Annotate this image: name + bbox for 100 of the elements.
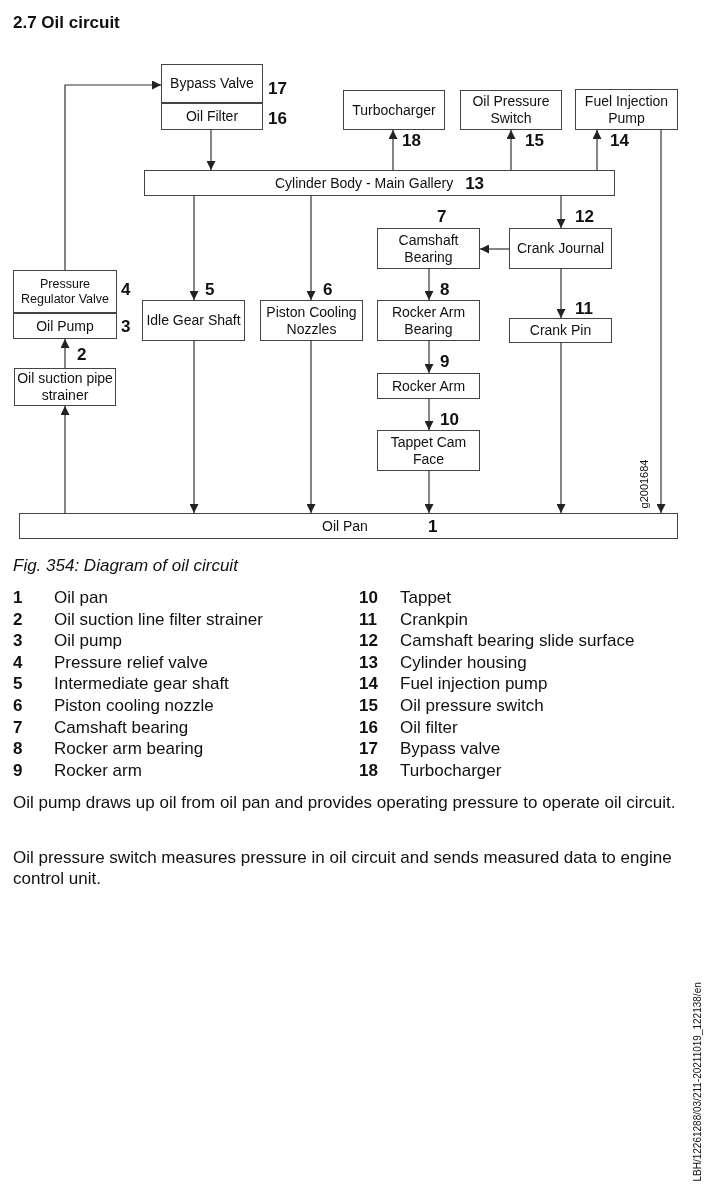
component-box xyxy=(343,90,445,130)
component-label: Rocker Arm Bearing xyxy=(390,303,467,338)
component-box xyxy=(13,270,117,313)
component-label: Oil suction pipe strainer xyxy=(17,370,113,404)
legend-number: 17 xyxy=(359,738,378,760)
legend-description: Camshaft bearing xyxy=(54,716,189,738)
callout-number: 14 xyxy=(610,132,629,149)
legend-number: 3 xyxy=(13,630,23,652)
legend-number: 1 xyxy=(13,587,23,608)
arrow xyxy=(424,340,434,374)
component-label: Fuel Injection Pump xyxy=(583,92,670,127)
legend-number: 8 xyxy=(13,738,23,760)
component-label: Idle Gear Shaft xyxy=(146,312,241,329)
arrow xyxy=(60,338,70,369)
legend-description: Camshaft bearing slide surface xyxy=(400,630,635,652)
arrow xyxy=(306,195,316,301)
component-label: Pressure Regulator Valve xyxy=(20,276,110,307)
legend-description: Rocker arm bearing xyxy=(54,738,204,760)
legend-number: 15 xyxy=(359,695,378,716)
arrow xyxy=(556,195,566,229)
legend-description: Oil pump xyxy=(54,630,123,652)
callout-number: 12 xyxy=(575,208,594,225)
arrow xyxy=(388,129,398,171)
component-box xyxy=(460,90,562,130)
arrow xyxy=(206,129,216,171)
callout-number: 8 xyxy=(440,281,450,298)
legend-number: 13 xyxy=(359,651,378,673)
callout-number: 4 xyxy=(121,281,131,298)
component-box xyxy=(509,228,612,269)
callout-number: 16 xyxy=(268,110,287,127)
arrow xyxy=(306,340,316,514)
legend-number: 12 xyxy=(359,630,378,652)
component-label: Crank Journal xyxy=(516,240,605,257)
arrow xyxy=(556,342,566,514)
callout-number: 15 xyxy=(525,132,544,149)
legend-number: 18 xyxy=(359,759,378,781)
arrow xyxy=(424,398,434,431)
component-label: Oil Pan xyxy=(322,517,368,535)
arrow xyxy=(506,129,516,171)
callout-number: 3 xyxy=(121,318,131,335)
arrow xyxy=(60,405,70,514)
legend-description: Rocker arm xyxy=(54,759,142,781)
component-box xyxy=(377,300,480,341)
legend-description: Oil filter xyxy=(400,716,458,738)
component-box xyxy=(144,170,615,196)
callout-number: 18 xyxy=(402,132,421,149)
legend-description: Piston cooling nozzle xyxy=(54,695,214,716)
callout-number: 7 xyxy=(437,208,447,225)
legend-description: Oil pan xyxy=(54,587,108,608)
legend-number: 2 xyxy=(13,608,23,630)
callout-number: 11 xyxy=(575,300,593,317)
component-label: Crank Pin xyxy=(529,322,592,339)
legend-number: 9 xyxy=(13,759,23,781)
component-label: Piston Cooling Nozzles xyxy=(265,303,358,338)
callout-number: 5 xyxy=(205,281,215,298)
component-box xyxy=(161,103,263,130)
legend-description: Crankpin xyxy=(400,608,469,630)
legend-description: Bypass valve xyxy=(400,738,501,760)
arrow xyxy=(189,195,199,301)
arrow xyxy=(189,340,199,514)
arrow xyxy=(592,129,602,171)
legend-number: 14 xyxy=(359,673,378,695)
component-label: Tappet Cam Face xyxy=(389,433,468,468)
component-label: Bypass Valve xyxy=(170,75,254,92)
legend-description: Fuel injection pump xyxy=(400,673,548,695)
legend-number: 5 xyxy=(13,673,23,695)
figure-caption: Fig. 354: Diagram of oil circuit xyxy=(13,555,238,576)
legend-description: Tappet xyxy=(400,587,452,608)
component-label: Oil Filter xyxy=(185,108,239,125)
arrow xyxy=(424,470,434,514)
document-reference: LBH/12261288/03/211-20211019_122138/en xyxy=(691,981,704,1182)
legend-description: Cylinder housing xyxy=(400,651,527,673)
section-title: 2.7 Oil circuit xyxy=(13,12,120,33)
component-label: Cylinder Body - Main Gallery xyxy=(274,174,454,192)
legend-number: 7 xyxy=(13,716,23,738)
component-box xyxy=(575,89,678,130)
component-box xyxy=(161,64,263,103)
component-label: Camshaft Bearing xyxy=(397,231,460,266)
legend-description: Pressure relief valve xyxy=(54,651,208,673)
arrow xyxy=(424,268,434,301)
component-label: Oil Pressure Switch xyxy=(471,93,551,127)
legend-number: 16 xyxy=(359,716,378,738)
legend-description: Oil pressure switch xyxy=(400,695,544,716)
arrow xyxy=(479,244,510,254)
component-box xyxy=(377,373,480,399)
figure-code: g2001684 xyxy=(638,459,651,509)
description-paragraph: Oil pressure switch measures pressure in oil circuit and sends measured data to engine control unit. xyxy=(13,847,673,889)
component-box xyxy=(13,313,117,339)
component-box xyxy=(377,430,480,471)
arrow xyxy=(656,129,666,514)
component-label: Oil Pump xyxy=(36,317,94,335)
legend-description: Oil suction line filter strainer xyxy=(54,608,263,630)
component-box xyxy=(142,300,245,341)
component-box xyxy=(19,513,678,539)
component-box xyxy=(377,228,480,269)
callout-number: 17 xyxy=(268,80,287,97)
legend-number: 6 xyxy=(13,695,23,716)
description-paragraph: Oil pump draws up oil from oil pan and provides operating pressure to operate oil circuit. xyxy=(13,792,677,813)
component-box xyxy=(509,318,612,343)
legend-number: 10 xyxy=(359,587,378,608)
